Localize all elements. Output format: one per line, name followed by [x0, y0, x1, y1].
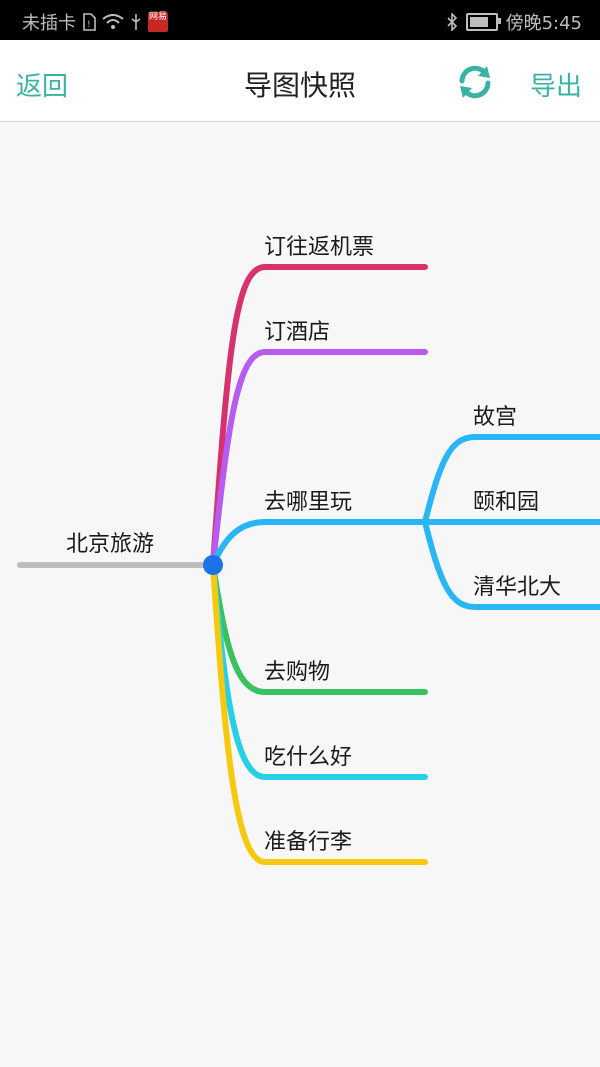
- subnode-summer-palace[interactable]: 颐和园: [473, 490, 540, 515]
- wifi-icon: [102, 14, 124, 30]
- svg-text:!: !: [87, 20, 91, 30]
- branch-node-shopping[interactable]: 去购物: [264, 660, 331, 685]
- branch-node-luggage[interactable]: 准备行李: [264, 830, 353, 855]
- netease-app-icon: 网易: [148, 12, 168, 32]
- carrier-text: 未插卡: [22, 13, 76, 34]
- battery-icon: [465, 13, 501, 31]
- subbranch-line-3: [422, 519, 600, 610]
- branch-node-food[interactable]: 吃什么好: [264, 745, 353, 770]
- subnode-universities[interactable]: 清华北大: [473, 575, 562, 600]
- export-button[interactable]: 导出: [529, 72, 582, 102]
- sim-icon: !: [82, 13, 96, 31]
- mindmap-connectors: [17, 264, 600, 865]
- branch-line-flights: [210, 264, 428, 568]
- back-button[interactable]: 返回: [16, 72, 69, 102]
- usb-icon: [130, 13, 142, 31]
- bluetooth-icon: [446, 13, 458, 31]
- branch-line-hotel: [210, 349, 428, 568]
- page-title: 导图快照: [243, 69, 356, 102]
- status-bar: 未插卡 ! 网易 傍晚5:45: [0, 0, 600, 40]
- refresh-icon[interactable]: [456, 64, 494, 100]
- branch-node-sights[interactable]: 去哪里玩: [264, 490, 353, 515]
- branch-node-hotel[interactable]: 订酒店: [264, 320, 331, 345]
- root-node[interactable]: 北京旅游: [66, 532, 155, 557]
- branch-node-flights[interactable]: 订往返机票: [264, 235, 375, 260]
- branch-line-luggage: [210, 562, 428, 865]
- navigation-bar: 返回 导图快照 导出: [0, 40, 600, 122]
- subnode-forbidden-city[interactable]: 故宫: [473, 405, 518, 430]
- status-time: 傍晚5:45: [505, 13, 582, 34]
- subbranch-line-1: [422, 434, 600, 525]
- root-node-dot: [203, 555, 223, 575]
- mindmap-canvas: 北京旅游 订往返机票 订酒店 去哪里玩 故宫 颐和园 清华北大 去购物 吃什么好…: [0, 122, 600, 1067]
- branch-line-sights: [210, 519, 428, 568]
